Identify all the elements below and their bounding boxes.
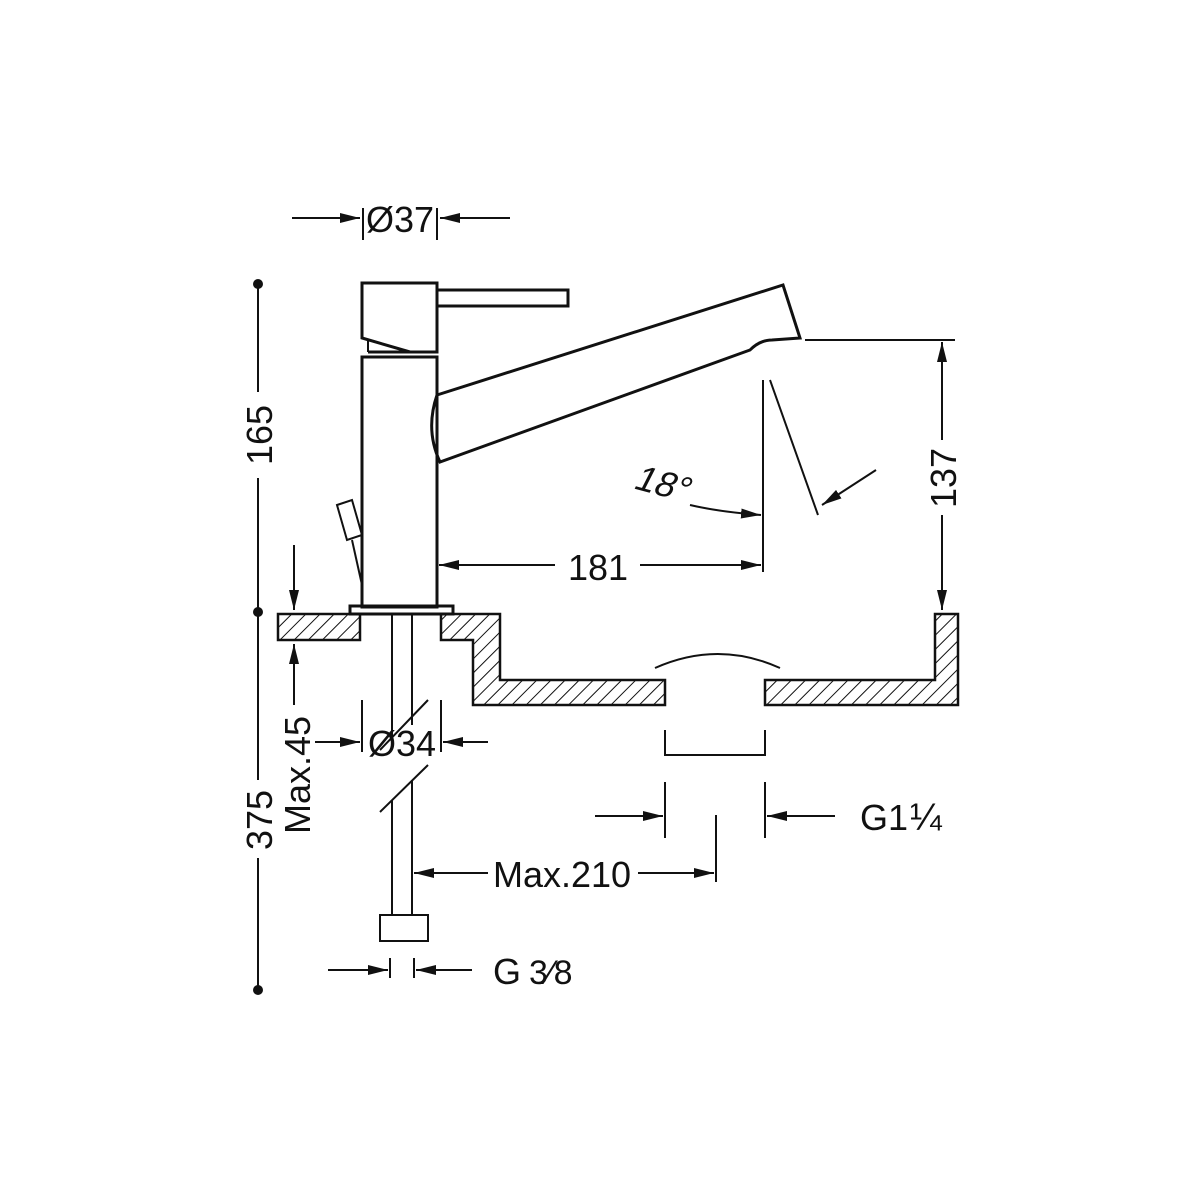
- pop-up-rod: [351, 539, 363, 586]
- label-hole-diameter: Ø34: [368, 723, 436, 764]
- dim-spout-height: 137: [805, 339, 964, 610]
- waste-body: [664, 730, 766, 756]
- lever: [435, 288, 570, 308]
- basin-section: [276, 612, 960, 756]
- label-overall-height: 165: [239, 405, 280, 465]
- faucet: [335, 281, 803, 616]
- label-spout-reach: 181: [568, 547, 628, 588]
- dim-swivel-angle: 18°: [628, 379, 877, 519]
- pop-up-rod-knob: [335, 498, 364, 542]
- label-spout-height: 137: [923, 448, 964, 508]
- dim-body-diameter: Ø37: [292, 199, 510, 240]
- base-plate: [348, 604, 455, 616]
- dim-hose-length: Max.210: [414, 815, 717, 895]
- handle-block: [360, 281, 439, 354]
- supply-hose: [379, 614, 429, 942]
- dim-overall: 165 375: [239, 279, 280, 995]
- dim-hole-diameter: Ø34: [315, 700, 488, 764]
- basin-left: [439, 612, 667, 707]
- label-waste-thread: G1¼: [860, 797, 943, 839]
- dim-spout-reach: 181: [439, 380, 764, 588]
- spout: [430, 283, 803, 464]
- hose-connector: [379, 914, 429, 942]
- label-swivel-angle: 18°: [628, 458, 699, 509]
- counter-left: [276, 612, 362, 642]
- dim-waste-thread: G1¼: [595, 782, 943, 839]
- drain-plug: [654, 653, 781, 669]
- label-max-thickness: Max.45: [277, 716, 318, 834]
- body: [360, 355, 439, 609]
- basin-right: [763, 612, 960, 707]
- label-hose-length: Max.210: [493, 854, 631, 895]
- dim-counter-thickness: Max.45: [277, 545, 318, 834]
- label-total-length: 375: [239, 790, 280, 850]
- label-body-diameter: Ø37: [366, 199, 434, 240]
